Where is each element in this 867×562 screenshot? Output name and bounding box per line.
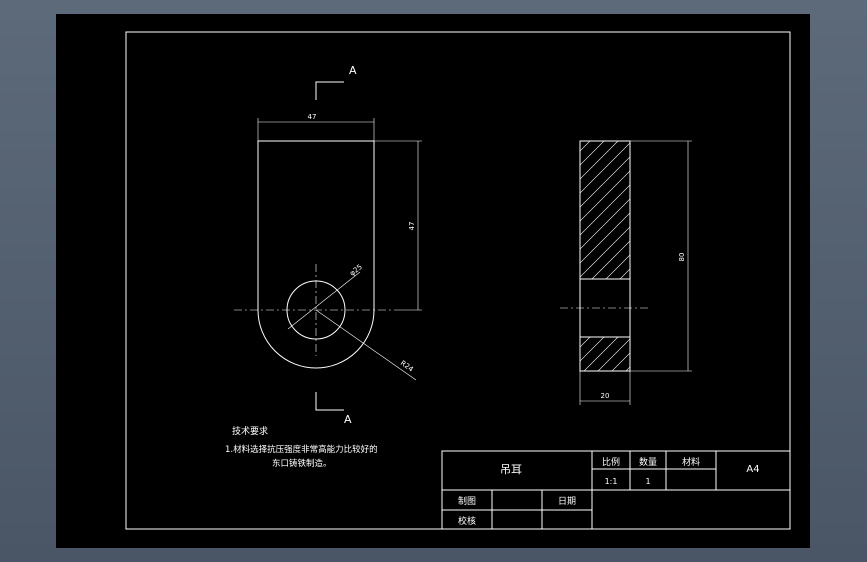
hatch-bottom xyxy=(580,337,630,371)
drawing-sheet: A A 47 47 φ25 R24 xyxy=(56,14,810,548)
notes-line-1: 1.材料选择抗压强度非常高能力比较好的 xyxy=(225,444,378,455)
scale-label: 比例 xyxy=(602,456,620,468)
section-mark-bottom xyxy=(315,392,344,411)
sheet-size: A4 xyxy=(746,464,759,475)
lug-outline xyxy=(257,140,375,369)
date-label: 日期 xyxy=(558,496,576,507)
material-label: 材料 xyxy=(682,456,700,468)
dim-width-front: 47 xyxy=(308,113,317,121)
title-block: 吊耳 比例 数量 材料 A4 1:1 1 制图 日期 校核 xyxy=(441,450,791,530)
cad-drawing: A A 47 47 φ25 R24 xyxy=(125,31,791,530)
leader-radius xyxy=(315,309,417,381)
drawn-label: 制图 xyxy=(458,495,476,507)
qty-label: 数量 xyxy=(639,456,657,468)
checked-label: 校核 xyxy=(458,515,476,527)
notes-heading: 技术要求 xyxy=(232,425,268,437)
technical-notes: 技术要求 1.材料选择抗压强度非常高能力比较好的 东口铸铁制造。 xyxy=(225,425,378,469)
part-name: 吊耳 xyxy=(500,463,522,476)
section-mark-top xyxy=(315,81,344,100)
notes-line-2: 东口铸铁制造。 xyxy=(272,458,332,469)
leader-hole xyxy=(287,271,361,330)
dim-outer-radius: R24 xyxy=(399,359,415,374)
qty-value: 1 xyxy=(645,477,650,486)
section-label-bottom: A xyxy=(344,413,352,426)
hatch-top xyxy=(580,141,630,279)
scale-value: 1:1 xyxy=(605,477,618,486)
dim-height-side: 80 xyxy=(678,253,686,262)
front-view: A A 47 47 φ25 R24 xyxy=(234,64,422,426)
section-label-top: A xyxy=(349,64,357,77)
dim-height-front: 47 xyxy=(408,222,416,231)
side-outline xyxy=(579,140,631,372)
side-view: 80 20 xyxy=(560,140,692,405)
dim-thickness-side: 20 xyxy=(601,392,610,400)
